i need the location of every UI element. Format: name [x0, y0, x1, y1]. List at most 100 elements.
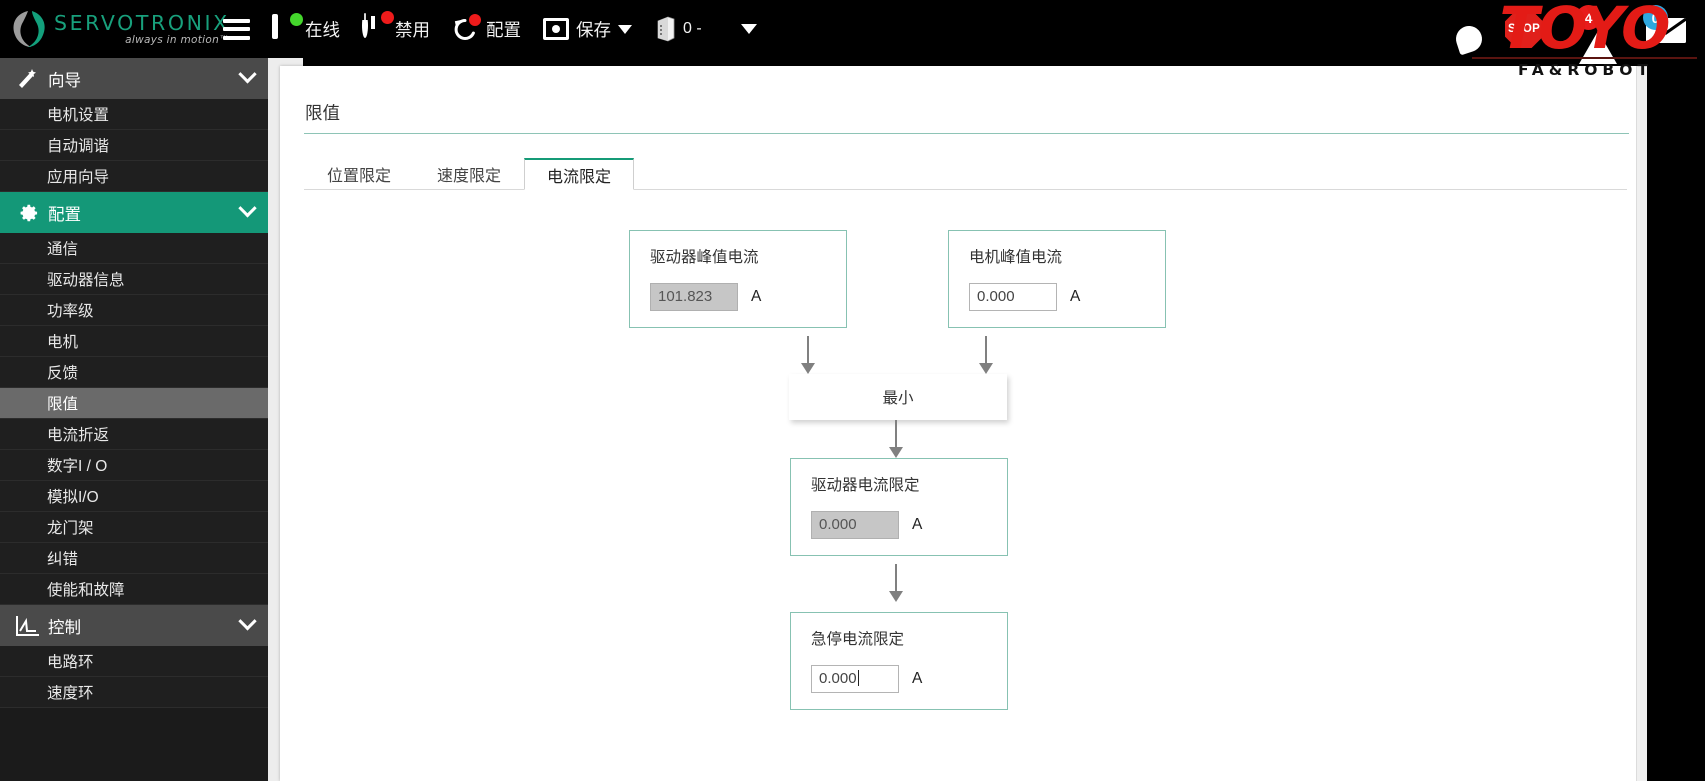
- wand-icon: [12, 67, 42, 91]
- arrow-drive-peak-to-min: [801, 336, 815, 374]
- arrow-motor-peak-to-min: [979, 336, 993, 374]
- sidebar-item-label: 使能和故障: [47, 582, 125, 599]
- sidebar-item-feedback[interactable]: 反馈: [0, 357, 268, 388]
- motor-peak-current-unit: A: [1070, 288, 1081, 305]
- motor-peak-current-input[interactable]: 0.000: [969, 283, 1057, 311]
- sidebar-item-limits[interactable]: 限值: [0, 388, 268, 419]
- sidebar-item-application-wizard[interactable]: 应用向导: [0, 161, 268, 192]
- sidebar-item-digital-io[interactable]: 数字I / O: [0, 450, 268, 481]
- sidebar-item-label: 反馈: [47, 365, 79, 382]
- drive-current-limit-unit: A: [912, 516, 923, 533]
- sidebar-item-label: 电路环: [47, 654, 94, 671]
- sidebar-item-label: 电机设置: [47, 107, 110, 124]
- config-label: 配置: [486, 19, 521, 40]
- refresh-icon: [452, 13, 481, 42]
- tab-velocity-limits[interactable]: 速度限定: [414, 158, 524, 190]
- messages-button[interactable]: 0: [1635, 0, 1705, 58]
- sidebar-item-drive-info[interactable]: 驱动器信息: [0, 264, 268, 295]
- arrow-drive-limit-to-estop: [889, 564, 903, 602]
- sidebar-item-enable-and-fault[interactable]: 使能和故障: [0, 574, 268, 605]
- node-minimum: 最小: [789, 374, 1007, 420]
- node-motor-peak-current: 电机峰值电流 0.000 A: [948, 230, 1166, 328]
- hamburger-icon: [223, 18, 250, 40]
- brand-name: SERVOTRONIX: [54, 11, 230, 35]
- drive-current-limit-input[interactable]: 0.000: [811, 511, 899, 539]
- node-drive-peak-current: 驱动器峰值电流 101.823 A: [629, 230, 847, 328]
- save-label: 保存: [576, 19, 611, 40]
- sidebar-item-label: 龙门架: [47, 520, 94, 537]
- menu-button[interactable]: [212, 0, 261, 58]
- tab-current-limits[interactable]: 电流限定: [524, 158, 635, 190]
- enable-state-label: 禁用: [395, 19, 430, 40]
- sidebar-item-velocity-loop[interactable]: 速度环: [0, 677, 268, 708]
- arrow-min-to-drive-limit: [889, 420, 903, 458]
- sidebar-item-label: 纠错: [47, 551, 79, 568]
- sidebar-item-motor-setup[interactable]: 电机设置: [0, 99, 268, 130]
- sidebar-group-configuration[interactable]: 配置: [0, 192, 268, 233]
- drive-icon: [654, 16, 676, 42]
- warning-icon: ! 4: [1576, 5, 1617, 64]
- sidebar-item-motor[interactable]: 电机: [0, 326, 268, 357]
- sidebar-item-gantry[interactable]: 龙门架: [0, 512, 268, 543]
- sidebar-item-label: 应用向导: [47, 169, 110, 186]
- sidebar-item-label: 数字I / O: [47, 458, 108, 475]
- envelope-icon: 0: [1643, 5, 1687, 44]
- alerts-button[interactable]: ! 4: [1561, 0, 1635, 64]
- sidebar-item-power-stage[interactable]: 功率级: [0, 295, 268, 326]
- node-label: 电机峰值电流: [969, 249, 1063, 266]
- axis-chevron-down-icon: [740, 24, 757, 34]
- sidebar-item-label: 电流折返: [47, 427, 110, 444]
- emergency-stop-button[interactable]: STOP: [1487, 0, 1561, 58]
- drive-peak-current-input[interactable]: 101.823: [650, 283, 738, 311]
- sidebar-item-current-foldback[interactable]: 电流折返: [0, 419, 268, 450]
- servotronix-logo-mark: [8, 8, 50, 50]
- config-status-dot: [469, 13, 481, 26]
- chevron-down-icon[interactable]: [236, 199, 258, 219]
- tab-label: 速度限定: [437, 168, 502, 185]
- text-cursor: [857, 670, 859, 686]
- sidebar-item-analog-io[interactable]: 模拟I/O: [0, 481, 268, 512]
- axis-label: 0 -: [683, 20, 702, 37]
- axis-dropdown-button[interactable]: [713, 0, 768, 58]
- sidebar: 向导 电机设置 自动调谐 应用向导 配置 通信 驱动器信息 功率级 电机 反馈 …: [0, 58, 268, 781]
- sidebar-item-label: 电机: [47, 334, 79, 351]
- estop-current-limit-input[interactable]: 0.000: [811, 665, 899, 693]
- content-scrollbar[interactable]: [1636, 66, 1647, 781]
- sidebar-item-error-correction[interactable]: 纠错: [0, 543, 268, 574]
- enable-disable-button[interactable]: 禁用: [351, 0, 441, 58]
- tab-label: 电流限定: [547, 168, 612, 186]
- sidebar-item-auto-tuning[interactable]: 自动调谐: [0, 130, 268, 161]
- sidebar-item-communication[interactable]: 通信: [0, 233, 268, 264]
- messages-count-badge: 0: [1643, 5, 1668, 30]
- online-status-dot: [290, 13, 303, 26]
- control-chart-icon: [12, 615, 42, 637]
- chevron-down-icon[interactable]: [236, 65, 258, 85]
- sidebar-group-control[interactable]: 控制: [0, 605, 268, 646]
- content-panel: 限值 位置限定 速度限定 电流限定 驱动器峰值电流 101.823 A 电机峰值…: [280, 66, 1647, 781]
- node-estop-current-limit: 急停电流限定 0.000 A: [790, 612, 1008, 710]
- connection-status-button[interactable]: 在线: [261, 0, 351, 58]
- minimum-label: 最小: [882, 390, 914, 407]
- node-label: 驱动器峰值电流: [650, 249, 759, 266]
- chevron-down-icon[interactable]: [236, 612, 258, 632]
- save-button[interactable]: 保存: [532, 0, 643, 58]
- estop-current-limit-value: 0.000: [819, 670, 857, 687]
- sidebar-group-label: 控制: [48, 618, 81, 637]
- sidebar-item-label: 通信: [47, 241, 79, 258]
- tab-label: 位置限定: [327, 168, 392, 185]
- sidebar-group-label: 配置: [48, 205, 81, 224]
- config-button[interactable]: 配置: [441, 0, 532, 58]
- sidebar-item-label: 驱动器信息: [47, 272, 125, 289]
- node-label: 驱动器电流限定: [811, 477, 920, 494]
- page-title: 限值: [304, 100, 1629, 134]
- save-chevron-down-icon[interactable]: [618, 24, 632, 34]
- sidebar-item-label: 模拟I/O: [47, 489, 99, 506]
- axis-selector[interactable]: 0 -: [643, 0, 713, 58]
- tab-bar: 位置限定 速度限定 电流限定: [304, 157, 1627, 190]
- sidebar-item-current-loop[interactable]: 电路环: [0, 646, 268, 677]
- node-label: 急停电流限定: [811, 631, 905, 648]
- servotronix-logo: SERVOTRONIX always in motion™: [0, 8, 230, 50]
- brand-tagline: always in motion™: [125, 33, 230, 46]
- sidebar-group-wizard[interactable]: 向导: [0, 58, 268, 99]
- tab-position-limits[interactable]: 位置限定: [304, 158, 414, 190]
